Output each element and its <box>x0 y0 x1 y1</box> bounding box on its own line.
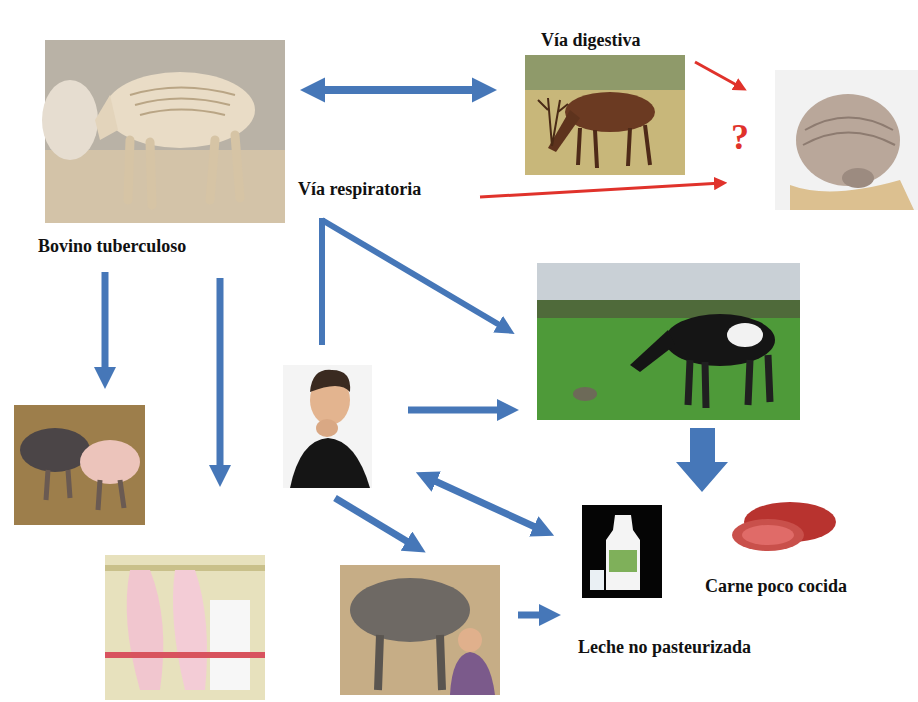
photo-ground <box>105 555 265 700</box>
meat-photo <box>732 502 836 551</box>
deer-antlers <box>538 98 568 146</box>
child-head <box>458 628 482 652</box>
big-down-arrow <box>676 428 728 492</box>
hair <box>310 370 350 392</box>
pigs-photo <box>14 405 145 525</box>
photo-caption-box: Leche no pasteurizada <box>578 503 818 658</box>
photo-sky <box>537 263 800 420</box>
fist <box>316 419 338 437</box>
steak-center <box>742 525 794 545</box>
slaughterhouse-photo <box>105 555 265 700</box>
armadillo-head <box>842 168 874 188</box>
deer-body <box>565 92 655 132</box>
glass <box>590 570 604 590</box>
caption-text: Bovino tuberculoso <box>38 236 288 257</box>
blue-arrow <box>518 612 552 619</box>
photo-caption-box: Bovino tuberculoso <box>38 40 288 257</box>
blue-arrow <box>408 407 510 414</box>
cow-body <box>350 578 470 642</box>
cow-legs <box>378 635 442 690</box>
blue-arrow <box>322 220 508 330</box>
photo-ground <box>582 505 662 598</box>
trees <box>537 300 800 318</box>
cow-head <box>95 95 118 140</box>
photo-ground <box>45 150 285 223</box>
turtle <box>573 387 597 401</box>
transmission-arrows <box>105 62 742 615</box>
bottle-label <box>609 550 637 572</box>
carcass <box>173 570 207 690</box>
route-label: Vía respiratoria <box>298 180 421 200</box>
shirt <box>290 438 370 488</box>
pink-pig <box>80 440 140 484</box>
deer-photo <box>525 55 685 175</box>
blue-arrow <box>217 278 224 478</box>
blue-arrow <box>102 272 109 380</box>
blue-line <box>319 218 325 345</box>
dark-pig <box>20 428 90 472</box>
cow-body <box>42 80 98 160</box>
pig-legs <box>46 470 124 510</box>
cow-head <box>630 330 675 372</box>
grass <box>537 318 800 420</box>
cow-ribs <box>130 88 235 116</box>
cow-legs <box>128 135 240 205</box>
blue-arrow <box>424 476 546 532</box>
worker <box>210 600 250 690</box>
caption-text: Leche no pasteurizada <box>578 637 818 658</box>
question-mark: ? <box>731 118 749 158</box>
red-arrow <box>480 183 722 197</box>
sick-cow-photo <box>42 40 285 223</box>
caption-text: Vía digestiva <box>541 30 685 51</box>
milk-photo <box>582 505 662 598</box>
milking-photo <box>340 565 500 695</box>
steak <box>732 519 804 551</box>
cow-legs <box>688 355 770 408</box>
armadillo-photo <box>775 70 918 210</box>
armadillo-bands <box>803 118 895 146</box>
deer-legs <box>578 125 650 168</box>
cow-spot <box>727 323 763 347</box>
straw <box>14 405 145 525</box>
photo-ground <box>340 565 500 695</box>
red-rail <box>105 652 265 658</box>
photo-ground <box>525 55 685 175</box>
coughing-man-photo <box>283 365 372 488</box>
field-cow-photo <box>537 263 800 420</box>
child-body <box>450 652 495 695</box>
photo-caption-box: Carne poco cocida <box>705 498 900 597</box>
bottle <box>606 515 640 590</box>
photo-ground <box>775 70 918 210</box>
cow-body <box>665 314 775 366</box>
blue-arrow <box>335 498 418 548</box>
photo-caption-box: Vía digestiva <box>525 30 685 173</box>
red-arrow <box>695 62 742 88</box>
photo-ground <box>525 55 685 90</box>
photo-ground <box>283 365 372 488</box>
transmission-arrow <box>310 86 487 94</box>
caption-text: Carne poco cocida <box>705 576 900 597</box>
carcass <box>127 570 164 690</box>
